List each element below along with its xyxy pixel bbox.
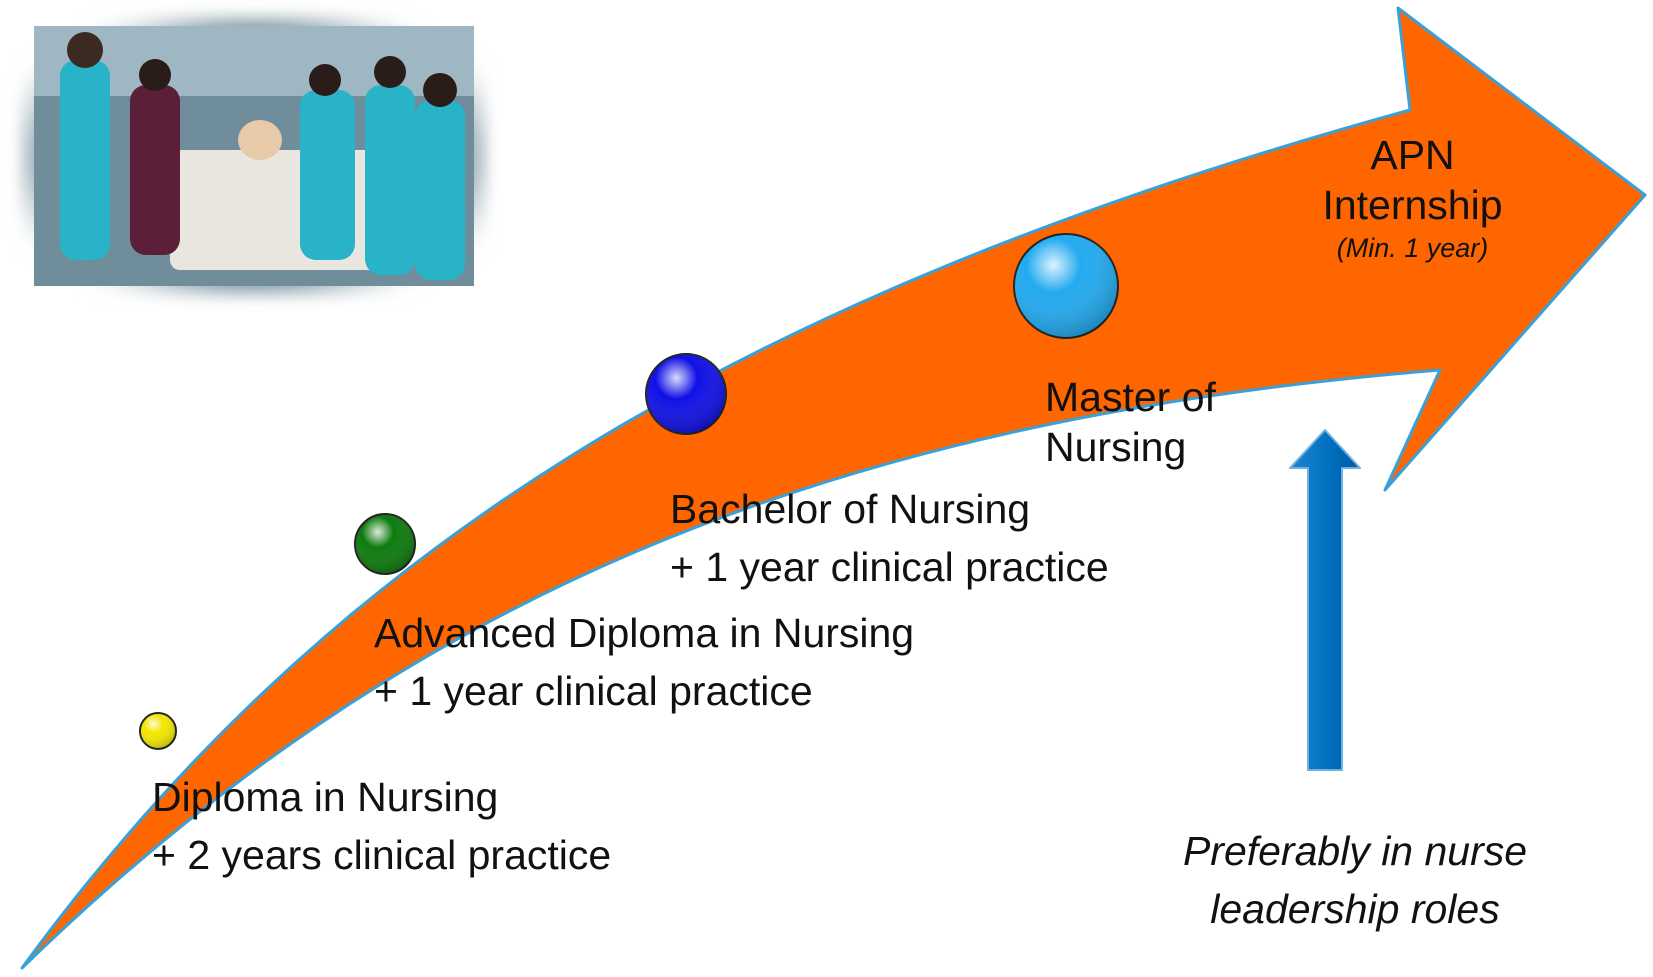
advanced-diploma-marker (354, 513, 416, 575)
advanced-diploma-requirement: + 1 year clinical practice (374, 668, 813, 714)
leadership-note: Preferably in nurse leadership roles (1150, 822, 1560, 938)
apn-title: APN (1370, 132, 1455, 178)
diploma-label: Diploma in Nursing + 2 years clinical pr… (152, 768, 611, 884)
master-title-line1: Master of (1045, 374, 1216, 420)
internship-duration-note: (Min. 1 year) (1336, 233, 1489, 263)
apn-internship-label: APN Internship (Min. 1 year) (1300, 130, 1525, 266)
advanced-diploma-label: Advanced Diploma in Nursing + 1 year cli… (374, 604, 914, 720)
bachelor-label: Bachelor of Nursing + 1 year clinical pr… (670, 480, 1109, 596)
advanced-diploma-title: Advanced Diploma in Nursing (374, 610, 915, 656)
bachelor-title: Bachelor of Nursing (670, 486, 1031, 532)
diploma-title: Diploma in Nursing (152, 774, 499, 820)
internship-title: Internship (1322, 182, 1503, 228)
stage-markers (139, 233, 1119, 750)
students-photo (20, 14, 488, 298)
pathway-arrow (20, 6, 1647, 970)
leadership-up-arrow (1289, 429, 1361, 771)
master-title-line2: Nursing (1045, 424, 1187, 470)
leadership-note-line1: Preferably in nurse (1182, 828, 1528, 874)
bachelor-requirement: + 1 year clinical practice (670, 544, 1109, 590)
diploma-marker (139, 712, 177, 750)
master-marker (1013, 233, 1119, 339)
bachelor-marker (645, 353, 727, 435)
leadership-note-line2: leadership roles (1210, 886, 1500, 932)
master-label: Master of Nursing (1045, 372, 1216, 472)
diploma-requirement: + 2 years clinical practice (152, 832, 612, 878)
